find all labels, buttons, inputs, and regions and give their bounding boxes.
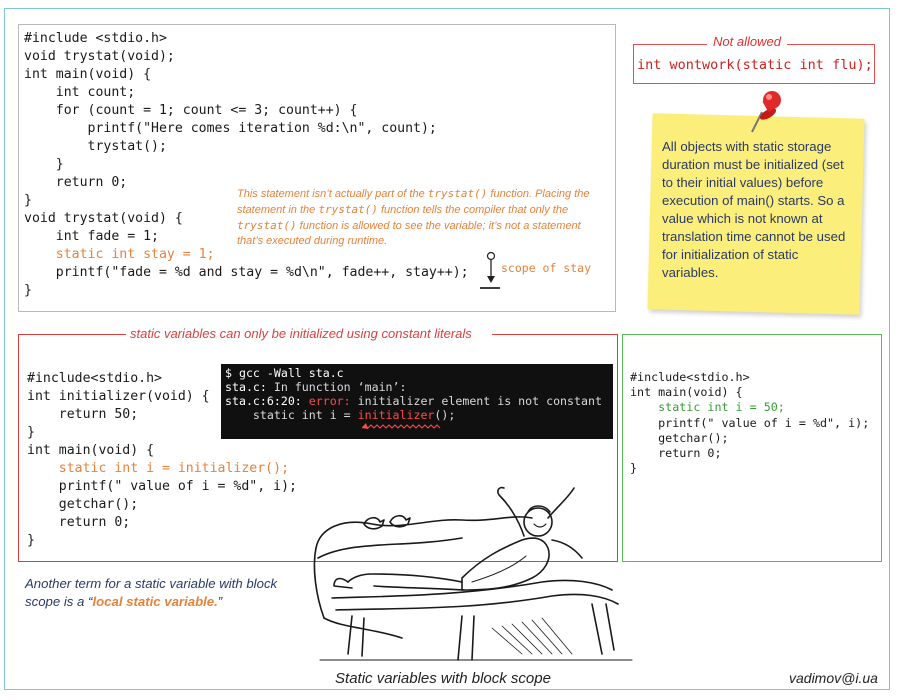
note-text: This statement isn’t actually part of th… (237, 188, 428, 200)
valid-example-box (622, 334, 882, 562)
code-line: return 0; (24, 175, 128, 190)
code-line: } (27, 533, 35, 548)
static-init-line: static int i = initializer(); (27, 461, 290, 476)
code-line: printf("fade = %d and stay = %d\n", fade… (24, 265, 469, 280)
terminal-error-text: initializer element is not constant (350, 394, 602, 408)
note-text: Another term for a static variable with … (25, 576, 278, 609)
initializer-code: #include<stdio.h> int initializer(void) … (27, 370, 297, 550)
not-allowed-title: Not allowed (707, 34, 787, 49)
note-code: trystat() (318, 203, 378, 216)
code-line: void trystat(void) { (24, 211, 183, 226)
code-line: void trystat(void); (24, 49, 175, 64)
terminal-command: $ gcc -Wall sta.c (225, 366, 344, 380)
constant-literals-box (18, 334, 618, 562)
not-allowed-code: int wontwork(static int flu); (637, 57, 873, 73)
pushpin-icon (751, 91, 781, 133)
code-line: } (24, 283, 32, 298)
constant-literals-title: static variables can only be initialized… (130, 326, 472, 341)
code-line: } (630, 461, 638, 476)
code-line: trystat(); (24, 139, 167, 154)
note-text: function. Placing the statement in the (237, 188, 590, 216)
author-credit: vadimov@i.ua (789, 670, 878, 686)
sticky-note-text: All objects with static storage duration… (662, 139, 846, 280)
valid-code: #include<stdio.h> int main(void) { stati… (630, 370, 869, 476)
code-line: printf(" value of i = %d", i); (630, 415, 870, 430)
note-code: trystat() (427, 187, 488, 200)
code-line: printf("Here comes iteration %d:\n", cou… (24, 121, 437, 136)
man-on-bench-illustration (313, 486, 633, 661)
static-declaration-line: static int stay = 1; (24, 247, 215, 262)
scope-label: scope of stay (501, 261, 592, 275)
code-line: int initializer(void) { (27, 389, 210, 404)
example1-code: #include <stdio.h> void trystat(void); i… (24, 30, 469, 300)
outer-frame (4, 8, 890, 690)
code-line: getchar(); (630, 430, 729, 445)
note-text: function is allowed to see the variable;… (237, 220, 581, 247)
terminal-text: static int i = (225, 408, 358, 422)
terminal-file: sta.c:6:20: (225, 394, 302, 408)
terminal-text: (); (434, 408, 456, 422)
scope-arrow-icon (480, 251, 500, 289)
code-line: #include<stdio.h> (27, 371, 162, 386)
code-line: return 50; (27, 407, 139, 422)
note-code: trystat() (237, 219, 297, 232)
local-static-note: Another term for a static variable with … (25, 575, 315, 611)
code-line: } (27, 425, 35, 440)
code-line: int main(void) { (27, 443, 155, 458)
compiler-terminal: $ gcc -Wall sta.c sta.c: In function ‘ma… (221, 364, 613, 439)
divider (492, 334, 618, 335)
code-line: int main(void) { (24, 67, 152, 82)
code-line: #include<stdio.h> (630, 370, 750, 384)
terminal-text: In function ‘main’: (266, 380, 407, 394)
code-line: return 0; (630, 446, 722, 461)
code-line: return 0; (27, 515, 131, 530)
code-line: int fade = 1; (24, 229, 159, 244)
example1-code-box (18, 24, 616, 312)
terminal-file: sta.c: (225, 380, 267, 394)
code-line: #include <stdio.h> (24, 31, 167, 46)
code-line: for (count = 1; count <= 3; count++) { (24, 103, 358, 118)
note-text: ” (217, 594, 223, 609)
error-squiggle-icon (362, 423, 441, 429)
local-static-term: local static variable. (92, 594, 218, 609)
divider (18, 334, 126, 335)
code-line: int count; (24, 85, 136, 100)
page-title: Static variables with block scope (335, 670, 551, 687)
code-line: int main(void) { (630, 385, 743, 400)
code-line: getchar(); (27, 497, 139, 512)
terminal-error-token: initializer (357, 408, 435, 422)
static-statement-note: This statement isn’t actually part of th… (237, 186, 607, 249)
static-init-line: static int i = 50; (630, 400, 785, 415)
code-line: } (24, 193, 32, 208)
note-text: function tells the compiler that only th… (377, 204, 569, 216)
code-line: printf(" value of i = %d", i); (27, 479, 297, 494)
terminal-error-label: error: (301, 394, 351, 408)
code-line: } (24, 157, 64, 172)
